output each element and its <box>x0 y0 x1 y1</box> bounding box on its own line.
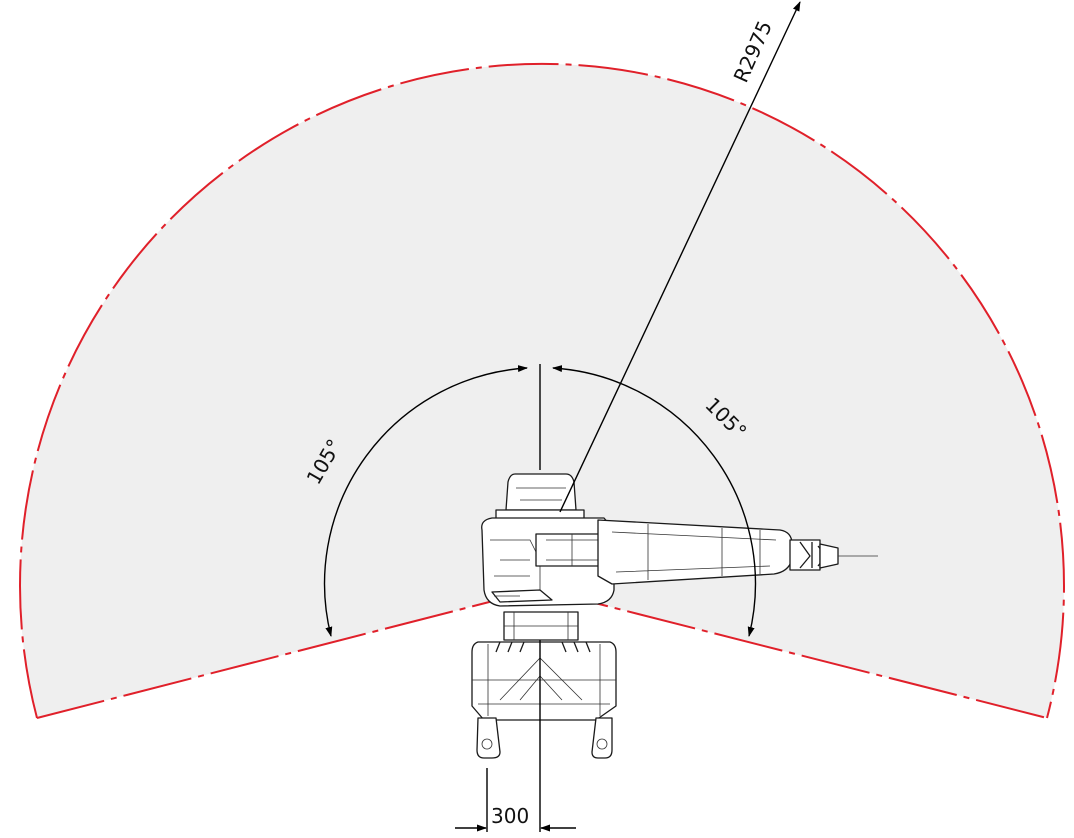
left-limit-line <box>36 588 541 719</box>
working-envelope-boundary <box>19 62 1065 719</box>
base-offset-label: 300 <box>491 804 529 828</box>
radius-label: R2975 <box>729 17 777 86</box>
right-limit-line <box>539 588 1048 719</box>
right-angle-arc <box>552 365 757 637</box>
robot-base <box>471 611 617 759</box>
left-angle-arc <box>323 365 528 637</box>
